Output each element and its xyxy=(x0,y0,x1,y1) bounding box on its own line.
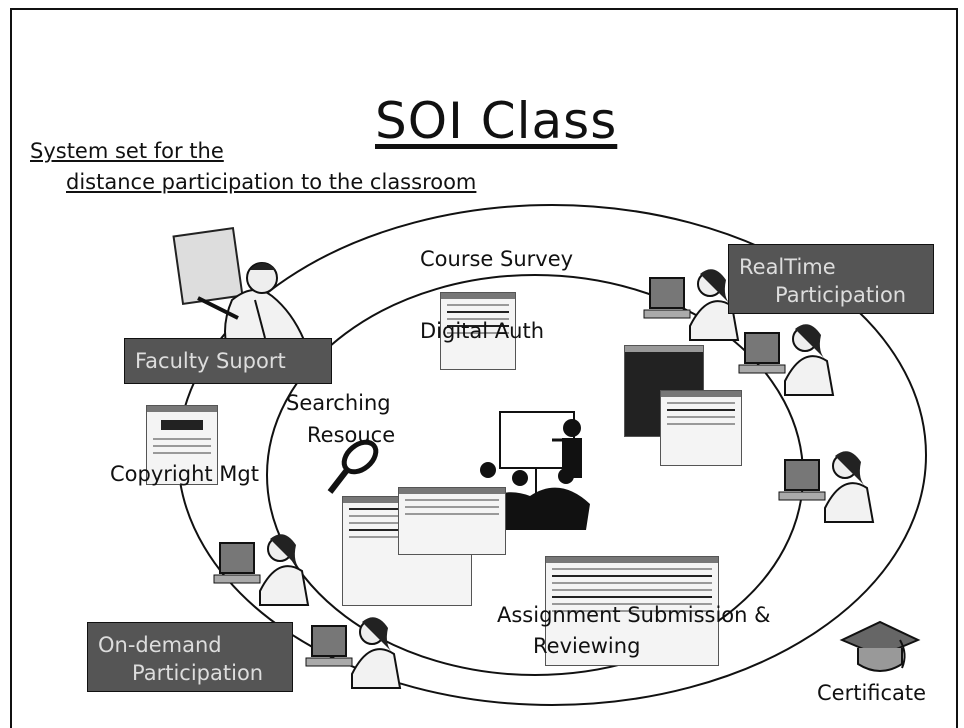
realtime-participation-box: RealTime Participation xyxy=(728,244,934,314)
assignment-label-line2: Reviewing xyxy=(533,634,641,658)
realtime-label-line1: RealTime xyxy=(739,255,836,279)
computer-user-icon xyxy=(738,324,835,396)
searching-label: Searching xyxy=(286,391,391,415)
computer-user-icon xyxy=(778,451,875,523)
faculty-support-box: Faculty Suport xyxy=(124,338,332,384)
slide-frame xyxy=(10,8,958,728)
slide-title: SOI Class xyxy=(375,92,618,150)
computer-user-icon xyxy=(643,269,740,341)
screenshot-thumbnail xyxy=(440,292,516,370)
subtitle-line2: distance participation to the classroom xyxy=(66,170,477,194)
on-demand-participation-box: On-demand Participation xyxy=(87,622,293,692)
on-demand-label-line2: Participation xyxy=(132,661,264,685)
screenshot-thumbnail xyxy=(398,487,506,555)
resource-label: Resouce xyxy=(307,423,396,447)
graduation-cap-icon xyxy=(839,620,921,672)
screenshot-thumbnail xyxy=(660,390,742,466)
course-survey-label: Course Survey xyxy=(420,247,574,271)
screenshot-thumbnail xyxy=(545,556,719,666)
faculty-support-label: Faculty Suport xyxy=(135,349,286,373)
on-demand-label-line1: On-demand xyxy=(98,633,222,657)
magnifier-icon xyxy=(327,439,379,494)
digital-auth-label: Digital Auth xyxy=(420,319,545,343)
computer-user-icon xyxy=(305,617,402,689)
subtitle-line1: System set for the xyxy=(30,139,224,163)
assignment-label-line1: Assignment Submission & xyxy=(497,603,771,627)
certificate-label: Certificate xyxy=(817,681,927,705)
computer-user-icon xyxy=(213,534,310,606)
realtime-label-line2: Participation xyxy=(775,283,907,307)
copyright-mgt-label: Copyright Mgt xyxy=(110,462,259,486)
screenshot-thumbnail xyxy=(146,405,218,485)
